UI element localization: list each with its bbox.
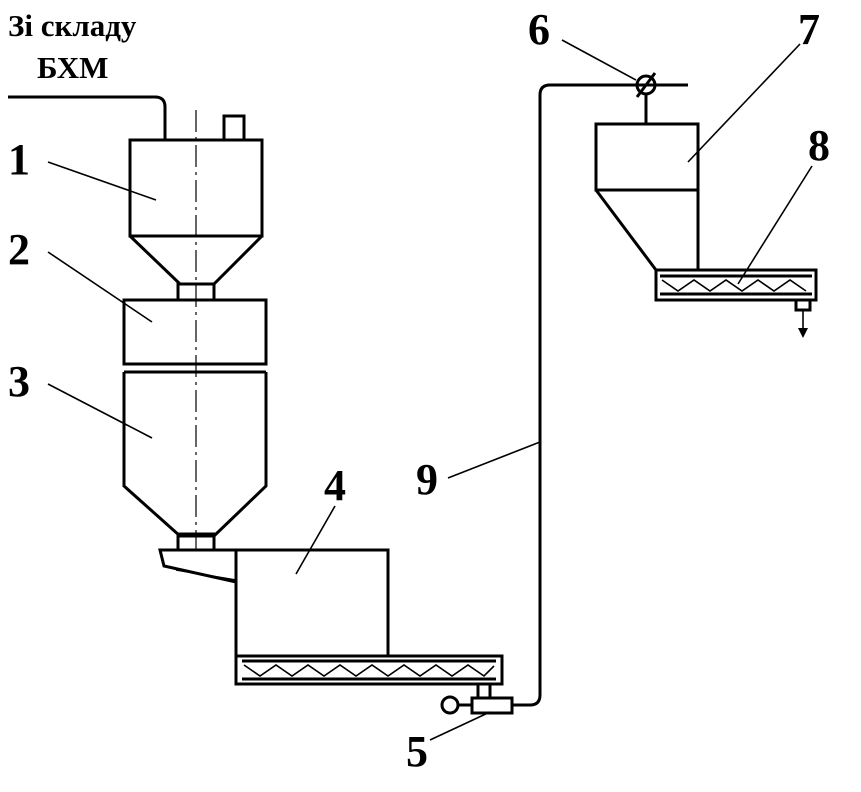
mixer-tank	[234, 548, 390, 658]
storage-bunker	[122, 298, 268, 552]
dosing-hopper	[594, 122, 700, 271]
label-4: 4	[324, 461, 346, 510]
discharge-chute	[158, 548, 238, 584]
label-6: 6	[528, 5, 550, 54]
label-8: 8	[808, 121, 830, 170]
label-2: 2	[8, 225, 30, 274]
pump	[440, 682, 514, 715]
label-7: 7	[798, 5, 820, 54]
leader-lines	[47, 39, 813, 741]
pipeline	[512, 83, 688, 707]
label-5: 5	[406, 727, 428, 776]
inlet-pipe	[8, 95, 167, 140]
source-label-line2: БХМ	[37, 50, 108, 85]
source-label-line1: Зі складу	[8, 8, 137, 43]
label-3: 3	[8, 357, 30, 406]
upper-screw-conveyor	[654, 268, 818, 338]
label-1: 1	[8, 135, 30, 184]
lower-screw-conveyor	[234, 654, 504, 686]
label-9: 9	[416, 455, 438, 504]
valve	[635, 72, 657, 124]
